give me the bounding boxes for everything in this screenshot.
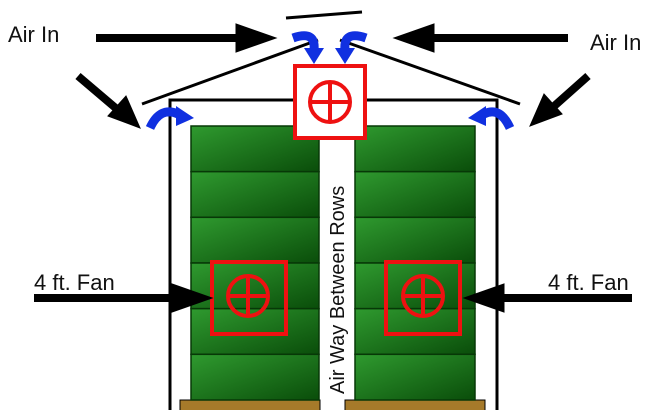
- label-airway: Air Way Between Rows: [327, 186, 349, 394]
- airflow-arrow-icon: [468, 106, 486, 126]
- pallet-left: [179, 399, 321, 410]
- stack-layer-left: [190, 170, 320, 219]
- airflow-arrow-icon: [145, 107, 180, 131]
- stack-row-right: [354, 125, 476, 401]
- stack-layer-left: [190, 216, 320, 264]
- pallet-right: [344, 399, 486, 410]
- pointer-arrow-icon: [171, 283, 214, 313]
- label-air-in-left: Air In: [8, 22, 59, 47]
- roof-right: [339, 38, 521, 106]
- pointer-arrow-icon: [549, 73, 591, 111]
- pointer-arrow-icon: [107, 95, 141, 129]
- pointer-arrow-icon: [392, 23, 435, 53]
- pointer-arrow-icon: [235, 23, 278, 53]
- roof-cap: [285, 10, 363, 20]
- fan-symbol-icon: [401, 274, 445, 318]
- stack-layer-right: [354, 125, 476, 173]
- airflow-arrow-icon: [304, 48, 324, 64]
- airflow-arrow-icon: [335, 48, 355, 64]
- label-air-in-right: Air In: [590, 30, 641, 55]
- fan-symbol-icon: [308, 80, 352, 124]
- airflow-arrows: [145, 31, 515, 131]
- label-fan-right: 4 ft. Fan: [548, 270, 629, 295]
- label-fan-left: 4 ft. Fan: [34, 270, 115, 295]
- stack-layer-right: [354, 170, 476, 219]
- stack-layer-right: [354, 216, 476, 264]
- pointer-arrow-icon: [75, 72, 121, 114]
- airflow-arrow-icon: [481, 107, 515, 131]
- pointer-arrow-icon: [462, 283, 505, 313]
- stack-layer-left: [190, 353, 320, 401]
- fan-right: [384, 260, 462, 336]
- airflow-arrow-icon: [176, 106, 194, 126]
- pointer-arrows: [34, 23, 632, 313]
- roof-left: [141, 38, 319, 106]
- stack-layer-right: [354, 353, 476, 401]
- airflow-arrow-icon: [340, 31, 368, 51]
- top-fan: [293, 64, 367, 140]
- stack-layer-right: [354, 262, 476, 310]
- pointer-arrow-icon: [529, 93, 563, 127]
- fan-symbol-icon: [226, 274, 270, 318]
- fan-right-box: [384, 260, 462, 336]
- airflow-arrow-icon: [291, 31, 319, 51]
